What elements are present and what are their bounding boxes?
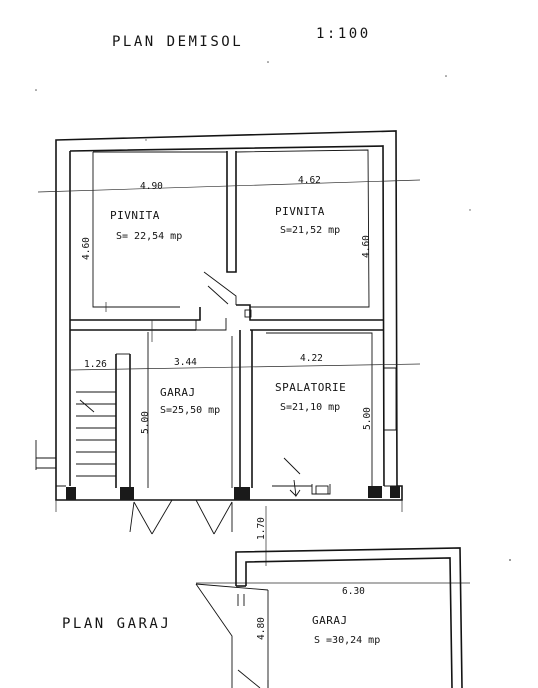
room-name-pivnita-2: PIVNITA [275,205,325,218]
plan-title: PLAN DEMISOL [112,34,243,50]
dim-height-garaj-2: 4.80 [256,617,267,640]
lower-walls [35,330,397,495]
dim-width-pivnita-2: 4.62 [298,175,321,186]
dim-height-spalatorie: 5.00 [362,407,373,430]
garage-plan-walls [195,547,463,688]
room-area-garaj-2: S =30,24 mp [314,635,380,646]
dim-height-pivnita-2: 4.60 [361,235,372,258]
dim-height-garaj: 5.00 [140,411,151,434]
interior-walls [70,149,384,331]
room-name-garaj-2: GARAJ [312,614,348,627]
room-area-garaj: S=25,50 mp [160,405,220,416]
room-name-garaj: GARAJ [160,386,196,399]
room-area-pivnita-1: S= 22,54 mp [116,231,182,242]
scan-speckles [35,61,511,561]
dim-width-stair: 1.26 [84,359,107,370]
garage-plan-title: PLAN GARAJ [62,616,171,632]
room-name-pivnita-1: PIVNITA [110,209,160,222]
dim-width-garaj-2: 6.30 [342,586,365,597]
room-area-pivnita-2: S=21,52 mp [280,225,340,236]
dim-width-pivnita-1: 4.90 [140,181,163,192]
dimension-lines [37,179,470,584]
dim-width-garaj: 3.44 [174,357,197,368]
dim-height-pivnita-1: 4.60 [81,237,92,260]
room-area-spalatorie: S=21,10 mp [280,402,340,413]
structural-columns [66,485,400,500]
dim-width-spalatorie: 4.22 [300,353,323,364]
scale-label: 1:100 [316,26,371,42]
garage-door-leaves [129,457,301,535]
dim-gap: 1.70 [256,517,267,540]
room-name-spalatorie: SPALATORIE [275,381,346,394]
